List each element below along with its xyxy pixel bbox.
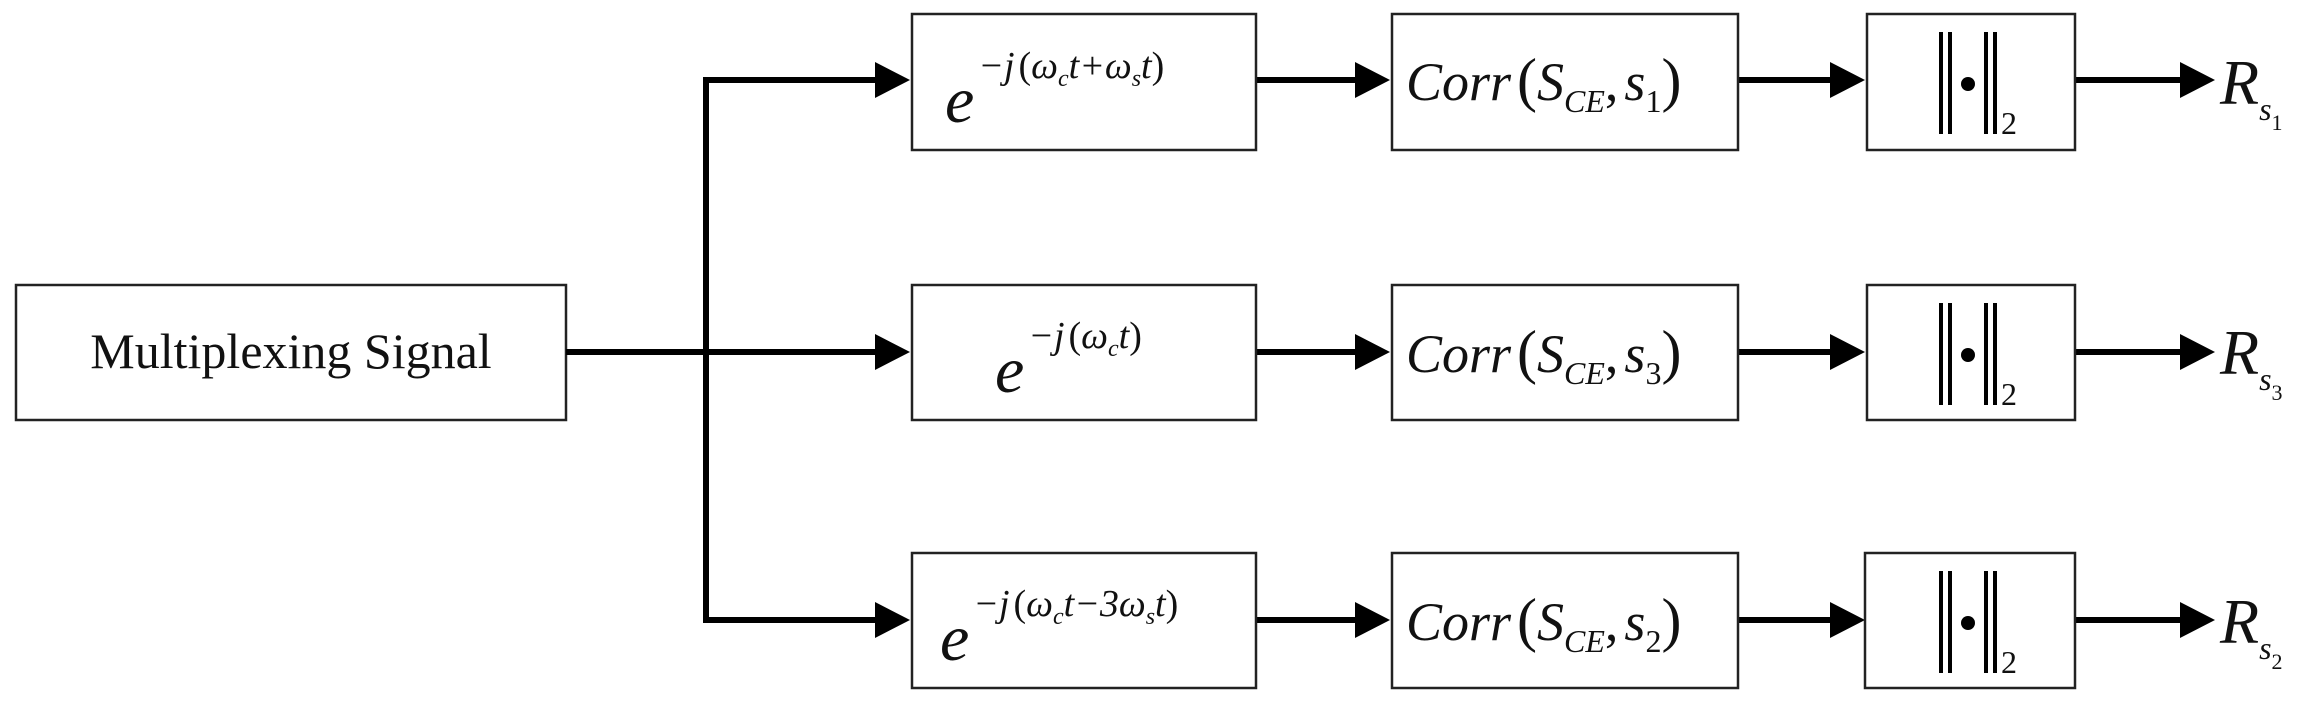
arrowhead: [1830, 62, 1865, 98]
output-label-2: Rs2: [2219, 586, 2283, 674]
arrowheads: [875, 62, 2215, 638]
l2-norm-1: 2: [1939, 32, 2017, 141]
exp-box-2: [910, 551, 1258, 690]
arrowhead: [2180, 334, 2215, 370]
arrowhead: [1355, 334, 1390, 370]
output-label-3: Rs3: [2219, 317, 2283, 405]
connectors: [566, 77, 880, 623]
arrowhead: [875, 62, 910, 98]
corr-formula-2: Corr(SCE,s2): [1406, 587, 1681, 659]
exp-formula-1: e−j(ωct+ωst): [945, 45, 1164, 137]
norm-subscript: 2: [2001, 105, 2017, 141]
l2-norm-2: 2: [1939, 571, 2017, 680]
arrowhead: [1830, 602, 1865, 638]
branch-2: e−j(ωct−3ωst) Corr(SCE,s2) 2 Rs2: [910, 551, 2283, 690]
multiplexing-signal-box: [14, 283, 568, 422]
arrowhead: [1355, 62, 1390, 98]
arrowhead: [875, 602, 910, 638]
branch-1: e−j(ωct+ωst) Corr(SCE,s1) 2 Rs1: [910, 12, 2283, 152]
multiplexing-signal-label: Multiplexing Signal: [90, 323, 491, 379]
exp-box-3: [910, 283, 1258, 422]
corr-formula-3: Corr(SCE,s3): [1406, 319, 1681, 391]
multiplexing-signal-block: Multiplexing Signal: [14, 283, 568, 422]
arrowhead: [1830, 334, 1865, 370]
corr-box-1: [1390, 12, 1740, 152]
corr-box-2: [1390, 551, 1740, 690]
arrowhead: [2180, 602, 2215, 638]
corr-formula-1: Corr(SCE,s1): [1406, 47, 1681, 119]
exp-formula-2: e−j(ωct−3ωst): [940, 583, 1178, 675]
output-label-1: Rs1: [2219, 47, 2283, 135]
exp-formula-3: e−j(ωct): [995, 315, 1142, 407]
exp-box-1: [910, 12, 1258, 152]
stage-connectors: [1256, 77, 2185, 623]
norm-subscript: 2: [2001, 644, 2017, 680]
l2-norm-3: 2: [1939, 303, 2017, 412]
arrowhead: [1355, 602, 1390, 638]
branch-3: e−j(ωct) Corr(SCE,s3) 2 Rs3: [910, 283, 2283, 422]
arrowhead: [2180, 62, 2215, 98]
arrowhead: [875, 334, 910, 370]
corr-box-3: [1390, 283, 1740, 422]
norm-subscript: 2: [2001, 376, 2017, 412]
